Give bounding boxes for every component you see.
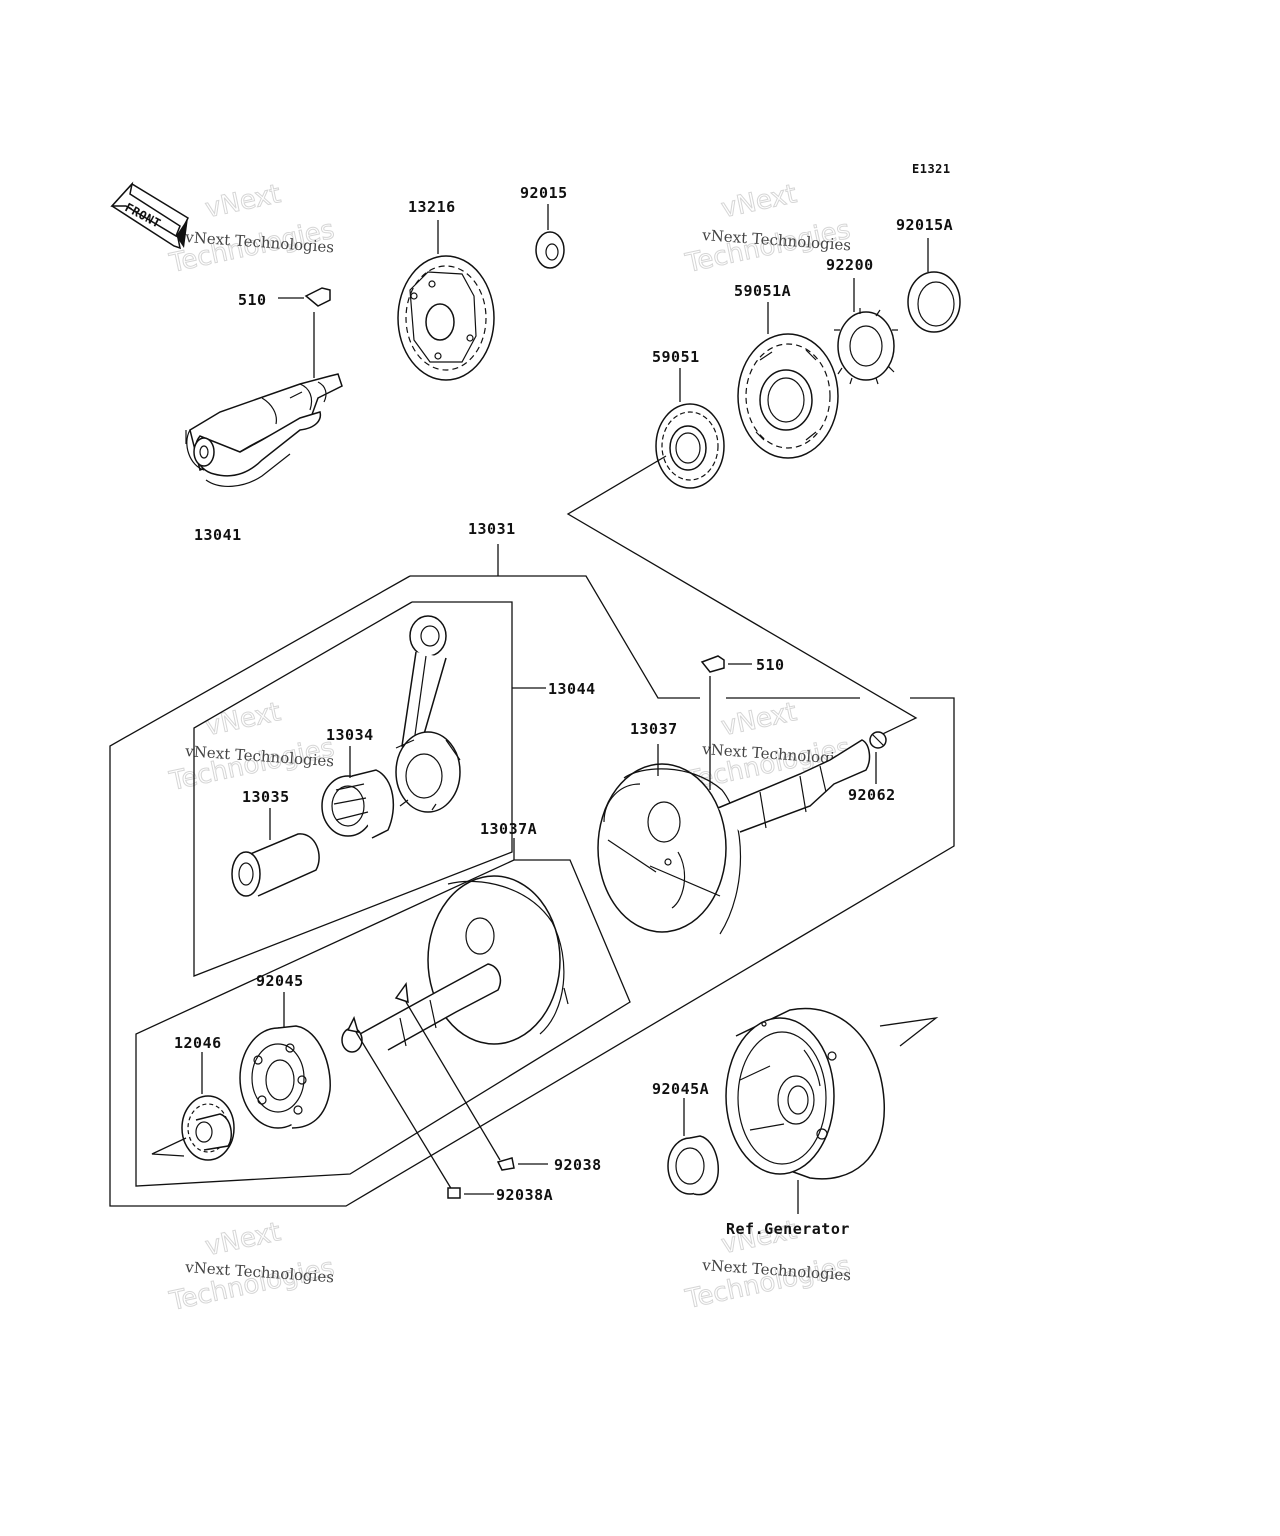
label-13216: 13216: [408, 198, 456, 216]
nut-92015: [535, 231, 565, 269]
crank-pin-13035: [231, 833, 320, 897]
nut-92062: [869, 731, 887, 749]
label-13034: 13034: [326, 726, 374, 744]
needle-bearing-13034: [321, 769, 395, 839]
nut-92015A: [907, 271, 961, 333]
lock-washer-92200: [834, 308, 898, 385]
ball-bearing-92045A: [667, 1135, 720, 1196]
watermark-vnext: vNext: [719, 179, 800, 224]
key-92038-on-shaft: [394, 981, 409, 1004]
label-92045A: 92045A: [652, 1080, 709, 1098]
watermark-vnext: vNext: [719, 697, 800, 742]
label-13041: 13041: [194, 526, 242, 544]
label-92062: 92062: [848, 786, 896, 804]
gear-13216: [397, 255, 495, 381]
label-13044: 13044: [548, 680, 596, 698]
watermark-vnext: vNext: [203, 697, 284, 742]
label-59051: 59051: [652, 348, 700, 366]
key-510-mid: [700, 655, 725, 673]
label-12046: 12046: [174, 1034, 222, 1052]
gear-12046: [181, 1095, 235, 1161]
crank-half-13037: [597, 739, 871, 935]
watermark-vnext: vNext: [203, 179, 284, 224]
key-92038: [496, 1157, 515, 1171]
label-59051A: 59051A: [734, 282, 791, 300]
label-510-mid: 510: [756, 656, 785, 674]
key-92038A: [447, 1187, 461, 1199]
label-92015A: 92015A: [896, 216, 953, 234]
label-92015: 92015: [520, 184, 568, 202]
ball-bearing-92045: [239, 1025, 331, 1129]
label-92200: 92200: [826, 256, 874, 274]
connecting-rod-13044: [395, 615, 461, 813]
gear-59051: [655, 403, 725, 489]
gear-59051A: [737, 333, 839, 459]
label-ref-generator: Ref.Generator: [726, 1220, 850, 1238]
label-13031: 13031: [468, 520, 516, 538]
label-92045: 92045: [256, 972, 304, 990]
crank-half-13037A: [341, 875, 569, 1053]
front-arrow-icon: FRONT: [110, 181, 189, 250]
label-92038: 92038: [554, 1156, 602, 1174]
label-13037: 13037: [630, 720, 678, 738]
generator-rotor: [725, 1007, 885, 1180]
label-13035: 13035: [242, 788, 290, 806]
label-13037A: 13037A: [480, 820, 537, 838]
label-510-top: 510: [238, 291, 267, 309]
key-92038A-on-shaft: [346, 1015, 360, 1033]
watermark-vnext: vNext: [203, 1217, 284, 1262]
label-92038A: 92038A: [496, 1186, 553, 1204]
key-510-top: [304, 287, 331, 307]
diagram-code: E1321: [912, 162, 951, 176]
balancer-shaft-13041: [185, 373, 343, 487]
